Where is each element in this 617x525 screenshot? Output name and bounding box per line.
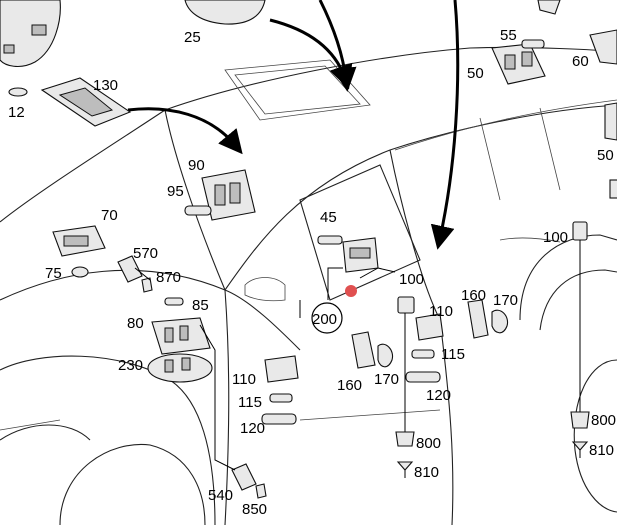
label-12: 12 [8, 104, 25, 121]
label-60: 60 [572, 53, 589, 70]
part-110-160-170-left [261, 331, 394, 425]
label-115-right: 115 [441, 346, 465, 363]
label-95: 95 [167, 183, 184, 200]
label-170-left: 170 [374, 371, 399, 388]
label-120-right: 120 [426, 387, 451, 404]
connectors-800-810 [395, 411, 590, 478]
direction-arrows [127, 0, 460, 250]
connectors-540-850 [231, 463, 267, 499]
label-70: 70 [101, 207, 118, 224]
label-850: 850 [242, 501, 267, 518]
label-75: 75 [45, 265, 62, 282]
part-50-55-60 [491, 0, 617, 199]
label-90: 90 [188, 157, 205, 174]
leader-lines [134, 267, 301, 471]
label-540: 540 [208, 487, 233, 504]
part-100-right [572, 221, 588, 412]
label-120-left: 120 [240, 420, 265, 437]
label-810-left: 810 [414, 464, 439, 481]
label-570: 570 [133, 245, 158, 262]
label-230: 230 [118, 357, 143, 374]
label-45: 45 [320, 209, 337, 226]
part-labels: 12 25 130 55 50 60 50 90 95 70 75 570 87… [8, 27, 616, 518]
label-85: 85 [192, 297, 209, 314]
label-110-left: 110 [232, 371, 256, 388]
part-110-160-170-right [405, 299, 509, 383]
label-870: 870 [156, 269, 181, 286]
label-170-right: 170 [493, 292, 518, 309]
part-130 [40, 77, 132, 127]
part-70-75 [52, 225, 106, 278]
label-200: 200 [312, 311, 337, 328]
label-200-circle [311, 302, 343, 334]
label-50-right: 50 [597, 147, 614, 164]
label-160-left: 160 [337, 377, 362, 394]
part-80-85-230 [147, 297, 213, 383]
label-130: 130 [93, 77, 118, 94]
highlight-marker [345, 285, 357, 297]
part-90-95 [184, 169, 256, 221]
part-570-870 [117, 255, 153, 293]
label-800-left: 800 [416, 435, 441, 452]
label-160-right: 160 [461, 287, 486, 304]
label-110-right: 110 [429, 303, 453, 320]
part-12-25-housing [0, 0, 266, 97]
label-55: 55 [500, 27, 517, 44]
label-800-right: 800 [591, 412, 616, 429]
label-810-right: 810 [589, 442, 614, 459]
label-80: 80 [127, 315, 144, 332]
label-100-right: 100 [543, 229, 568, 246]
label-25: 25 [184, 29, 201, 46]
part-100-left [397, 296, 415, 432]
label-115-left: 115 [238, 394, 262, 411]
part-45-200 [317, 235, 396, 300]
label-100-center: 100 [399, 271, 424, 288]
label-50-top: 50 [467, 65, 484, 82]
